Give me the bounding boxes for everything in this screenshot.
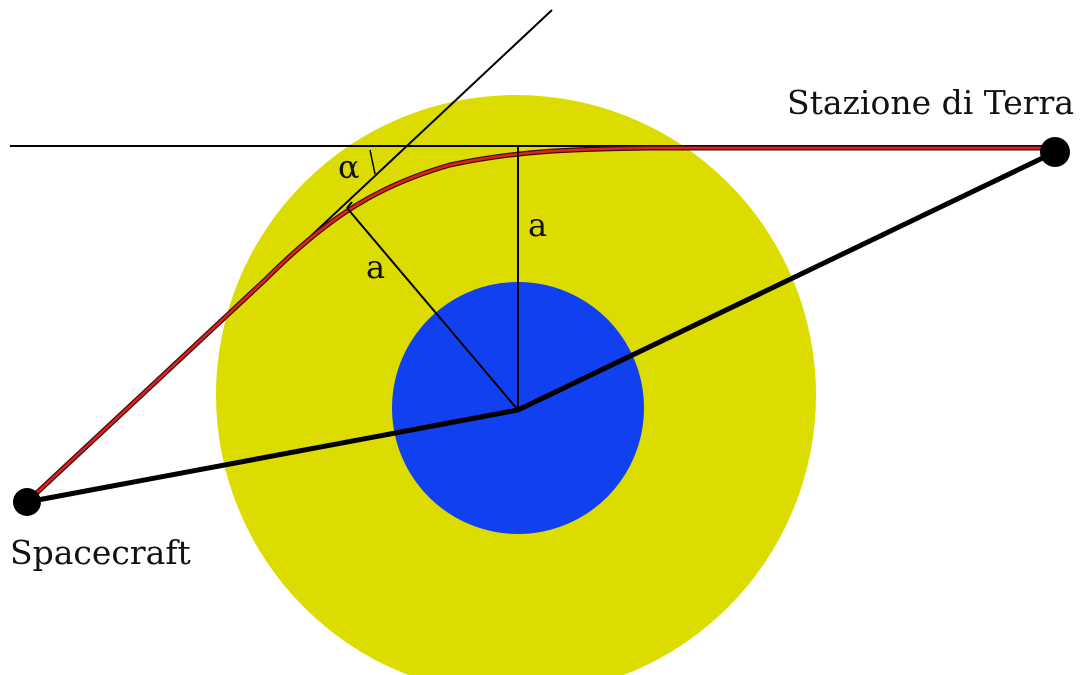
center-to-spacecraft-line: [26, 407, 519, 505]
signal-path: [26, 146, 1053, 503]
center-to-station-line: [516, 150, 1055, 413]
height-label-diagonal: a: [366, 248, 385, 286]
alpha-angle-arc: [369, 149, 376, 175]
height-label-vertical: a: [528, 206, 547, 244]
spacecraft-marker: [13, 488, 41, 516]
tangent-tick: [346, 201, 353, 209]
alpha-label: α: [338, 148, 360, 186]
station-label: Stazione di Terra: [787, 83, 1074, 122]
station-marker: [1040, 137, 1070, 167]
spacecraft-label: Spacecraft: [10, 533, 191, 572]
height-line-diagonal: [346, 207, 519, 411]
